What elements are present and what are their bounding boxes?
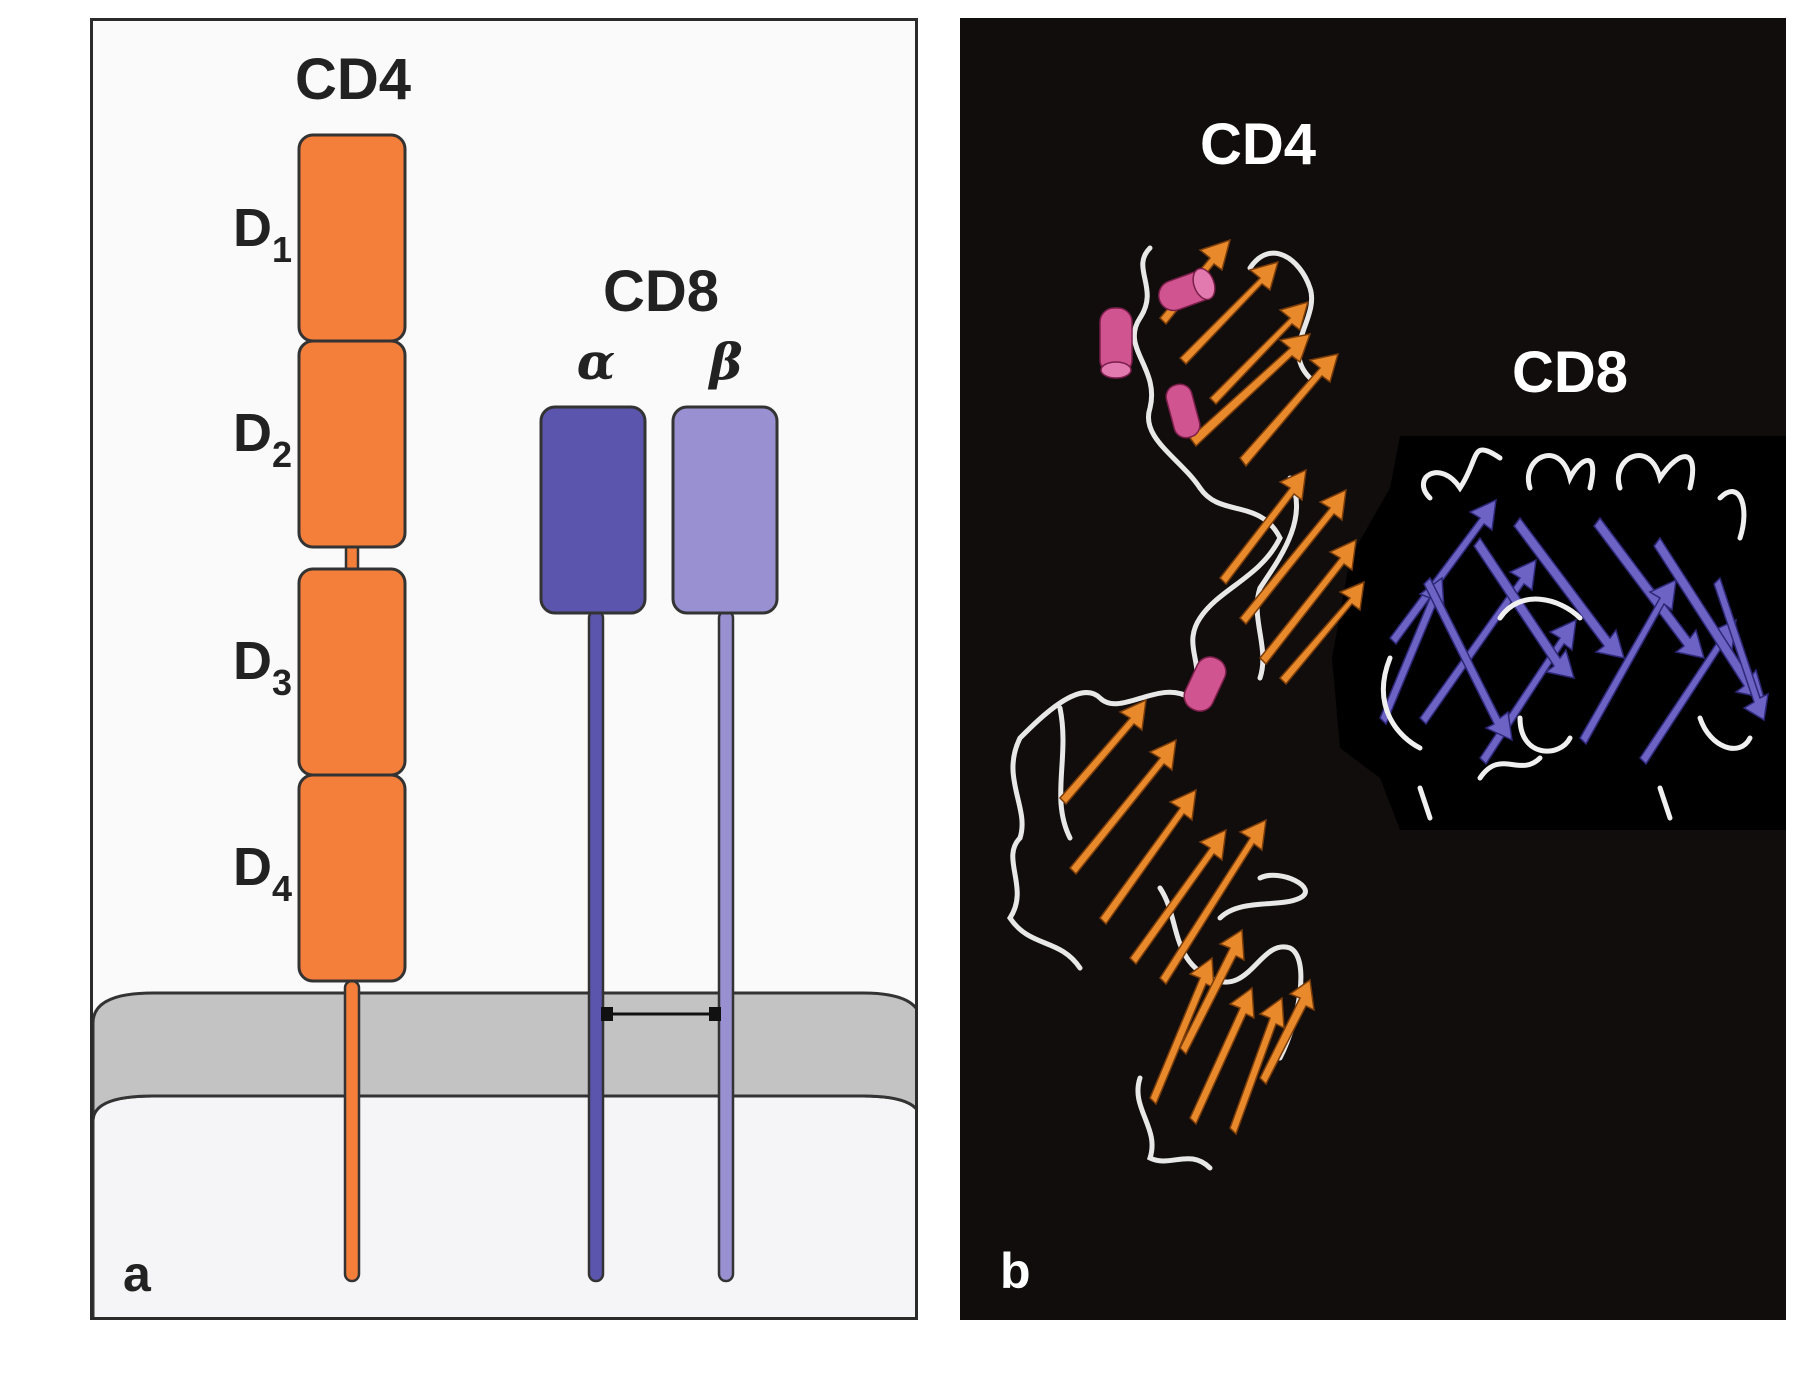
cd8-beta-label: β bbox=[707, 332, 742, 391]
structure-canvas: CD4 CD8 b bbox=[1000, 112, 1786, 1299]
cd8-bond-anchor-beta bbox=[709, 1007, 721, 1021]
panel-a-schematic: CD4 D1 D2 D3 D4 CD8 α β a bbox=[90, 18, 918, 1320]
cd4-helices bbox=[1099, 267, 1227, 712]
panel-a-label: a bbox=[123, 1246, 152, 1302]
cd8-bond-anchor-alpha bbox=[601, 1007, 613, 1021]
cd4-transmembrane-stalk bbox=[343, 979, 361, 1283]
cd4-d2-label: D2 bbox=[233, 403, 292, 475]
cd4-ribbon-structure bbox=[1006, 238, 1365, 1171]
cd8-alpha-stalk bbox=[587, 609, 605, 1283]
panel-b-structures: CD4 CD8 b bbox=[960, 18, 1786, 1320]
cd4-d4-label: D4 bbox=[233, 837, 292, 909]
cd8-beta-domain bbox=[671, 405, 779, 615]
panel-b-cd4-title: CD4 bbox=[1200, 112, 1316, 177]
panel-b-label: b bbox=[1000, 1243, 1031, 1299]
cd8-alpha-label: α bbox=[577, 332, 615, 391]
cd4-domain-d1 bbox=[297, 133, 407, 343]
cd4-d3-label: D3 bbox=[233, 631, 292, 703]
cd4-domain-d4 bbox=[297, 773, 407, 983]
cd8-ribbon-structure bbox=[1379, 447, 1769, 821]
cd4-title: CD4 bbox=[295, 47, 411, 112]
cd4-d1-label: D1 bbox=[233, 198, 292, 270]
cd8-beta-stalk bbox=[717, 609, 735, 1283]
cd4-domain-d2 bbox=[297, 339, 407, 549]
cytoplasm bbox=[93, 1094, 915, 1317]
cd8-alpha-domain bbox=[539, 405, 647, 615]
panel-b-cd8-title: CD8 bbox=[1512, 340, 1628, 405]
schematic-canvas: CD4 D1 D2 D3 D4 CD8 α β a bbox=[93, 47, 915, 1317]
cell-membrane bbox=[93, 991, 915, 1122]
cd8-title: CD8 bbox=[603, 259, 719, 324]
cd4-domain-d3 bbox=[297, 567, 407, 777]
